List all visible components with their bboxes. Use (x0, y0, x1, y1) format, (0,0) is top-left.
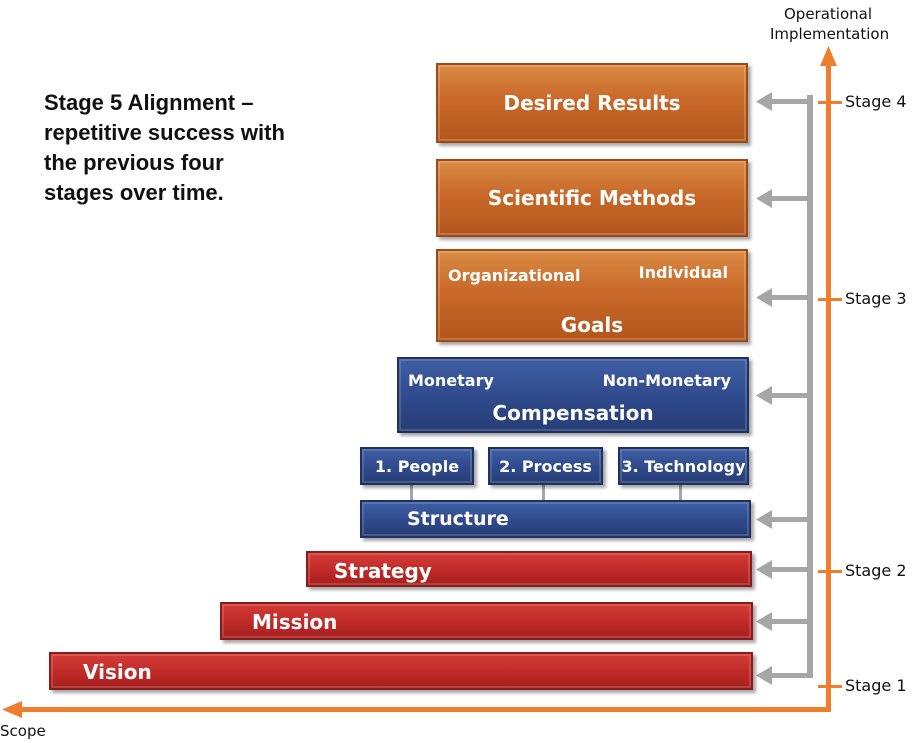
y-axis-label-line-1: Operational (783, 5, 872, 23)
strategy-label: Strategy (334, 559, 432, 583)
vision-label: Vision (83, 660, 152, 684)
headline-line-1: Stage 5 Alignment – (44, 90, 254, 115)
stage-4-label: Stage 4 (845, 92, 907, 111)
technology-box: 3. Technology (618, 447, 749, 485)
vertical-axis-arrowhead (820, 46, 837, 66)
gray-arrow-goals (756, 288, 810, 307)
process-box: 2. Process (488, 447, 603, 485)
connector-technology (679, 485, 682, 500)
y-axis-label: Operational Implementation (770, 4, 890, 44)
structure-title: Structure (407, 508, 509, 530)
technology-label: 3. Technology (621, 456, 746, 476)
gray-arrow-desired-results (756, 92, 810, 111)
headline-line-4: stages over time. (44, 180, 224, 205)
strategy-bar: Strategy (306, 551, 752, 587)
headline-line-3: the previous four (44, 150, 224, 175)
compensation-title: Compensation (492, 401, 654, 425)
vertical-axis (826, 62, 831, 712)
headline-text: Stage 5 Alignment – repetitive success w… (44, 88, 334, 208)
gray-arrow-compensation (756, 386, 810, 405)
gray-arrow-strategy (756, 560, 810, 579)
headline-line-2: repetitive success with (44, 120, 285, 145)
stage-2-label: Stage 2 (845, 561, 907, 580)
people-box: 1. People (360, 447, 474, 485)
stage-3-label: Stage 3 (845, 289, 907, 308)
gray-arrow-scientific-methods (756, 189, 810, 208)
compensation-monetary-label: Monetary (408, 371, 494, 390)
y-axis-label-line-2: Implementation (770, 25, 890, 43)
mission-label: Mission (252, 610, 338, 634)
horizontal-axis (18, 707, 831, 712)
stage-3-tick (818, 298, 842, 301)
stage-1-tick (818, 685, 842, 688)
stage-4-tick (818, 101, 842, 104)
goals-block: Organizational Individual Goals (436, 249, 748, 342)
compensation-block: Monetary Non-Monetary Compensation (397, 357, 749, 433)
scientific-methods-label: Scientific Methods (487, 186, 697, 210)
gray-feeder-bar (807, 95, 813, 678)
gray-arrow-mission (756, 612, 810, 631)
structure-bar: Structure (360, 500, 751, 538)
scientific-methods-block: Scientific Methods (436, 159, 748, 237)
connector-people (410, 485, 413, 500)
desired-results-label: Desired Results (503, 91, 681, 115)
goals-individual-label: Individual (638, 263, 728, 282)
stage-2-tick (818, 570, 842, 573)
mission-bar: Mission (220, 602, 753, 640)
process-label: 2. Process (499, 456, 592, 476)
gray-arrow-vision (756, 666, 810, 685)
connector-process (542, 485, 545, 500)
goals-organizational-label: Organizational (448, 266, 581, 285)
x-axis-label: Scope (0, 722, 46, 740)
vision-bar: Vision (49, 652, 753, 690)
goals-title: Goals (560, 313, 624, 337)
horizontal-axis-arrowhead (2, 701, 22, 718)
people-label: 1. People (374, 456, 460, 476)
stage-1-label: Stage 1 (845, 676, 907, 695)
compensation-non-monetary-label: Non-Monetary (602, 371, 731, 390)
desired-results-block: Desired Results (436, 63, 748, 143)
gray-arrow-structure (756, 510, 810, 529)
